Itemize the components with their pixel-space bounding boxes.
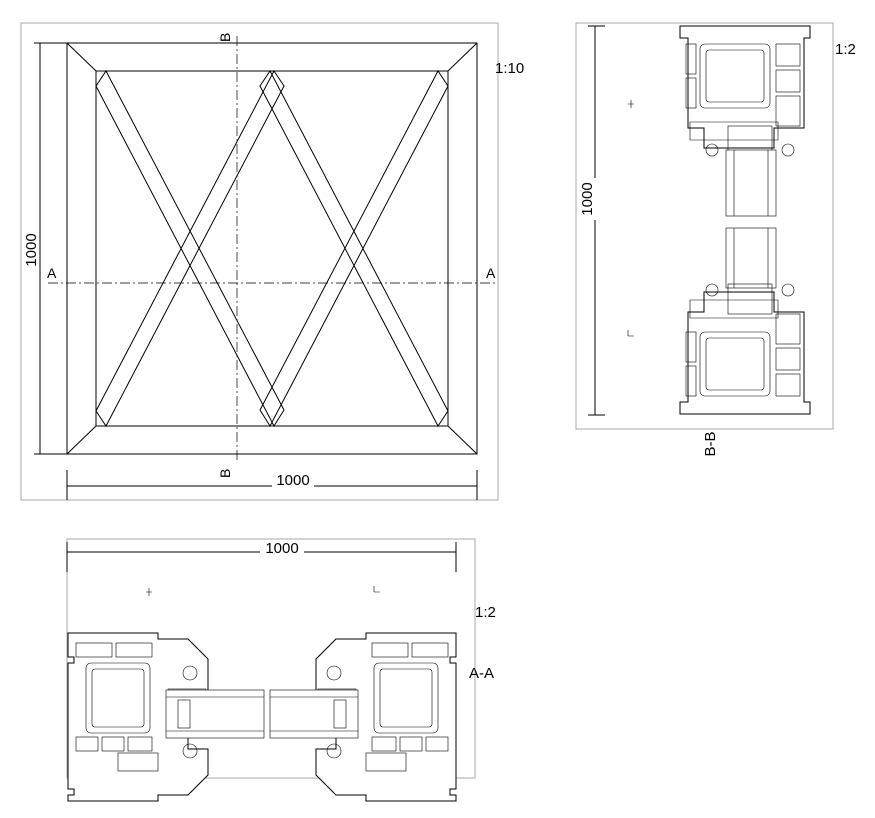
elevation-scale: 1:10 <box>495 60 524 77</box>
section-bb-height-dimension: 1000 <box>579 182 596 215</box>
section-aa-width-dimension: 1000 <box>265 540 298 557</box>
elevation-sheet-frame <box>20 22 499 501</box>
sash-frame <box>95 70 449 427</box>
bb-panel-upper <box>725 149 777 217</box>
aa-mark-left <box>146 588 152 596</box>
section-aa-view: 1000 <box>66 538 496 802</box>
section-bb-title: B-B <box>702 431 719 456</box>
left-frame-profile <box>67 632 209 802</box>
height-dimension: 1000 <box>23 233 40 266</box>
section-b-label-top: B <box>217 33 233 42</box>
bb-panel-lower <box>725 227 777 289</box>
elevation-view: B B A A 1000 1000 1:10 <box>20 22 524 501</box>
width-dimension: 1000 <box>276 472 309 489</box>
outer-frame <box>66 42 478 455</box>
bottom-frame-profile <box>679 283 811 415</box>
section-a-label-right: A <box>486 265 496 281</box>
top-frame-profile <box>679 25 811 157</box>
section-bb-frame <box>575 22 834 430</box>
right-frame-profile <box>315 632 457 802</box>
aa-panel-right <box>269 689 359 739</box>
bb-mark-lower <box>627 330 634 337</box>
section-b-label-bottom: B <box>217 469 233 478</box>
section-aa-frame <box>66 538 476 779</box>
aa-panel-left <box>165 689 265 739</box>
decorative-bars <box>95 70 449 428</box>
section-bb-view: 1000 <box>575 22 856 457</box>
section-aa-scale: 1:2 <box>475 604 496 621</box>
section-bb-scale: 1:2 <box>835 41 856 58</box>
section-aa-title: A-A <box>469 665 494 682</box>
bb-mark-upper <box>628 100 634 108</box>
aa-mark-right <box>373 586 380 593</box>
section-a-label-left: A <box>47 265 57 281</box>
